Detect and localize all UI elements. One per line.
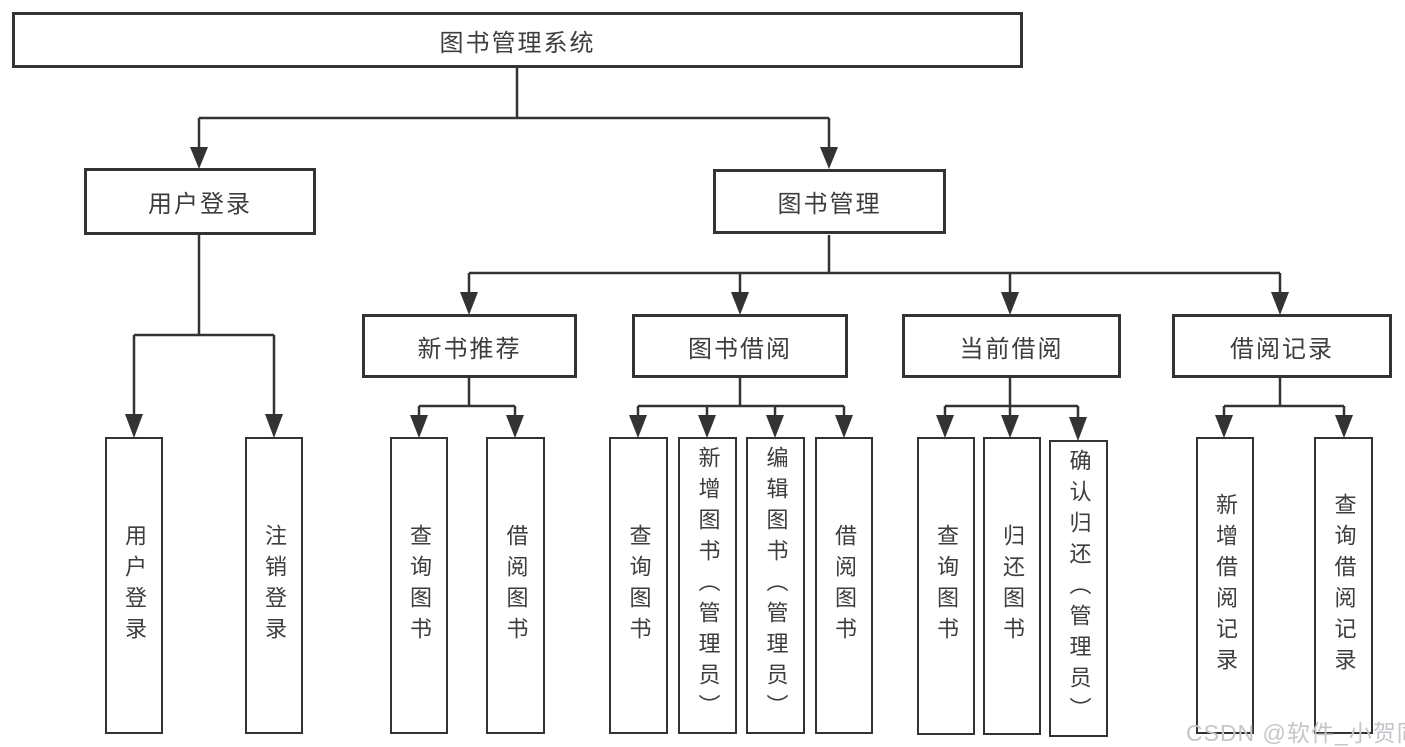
- arrowhead: [190, 147, 208, 169]
- connector-user-login-children: [132, 235, 276, 416]
- connector-new-book-children: [417, 378, 517, 416]
- leaf-add-books-admin: 新增图书（管理员）: [678, 437, 737, 734]
- leaf-add-borrow-record: 新增借阅记录: [1196, 437, 1254, 734]
- node-book-management: 图书管理: [713, 169, 946, 234]
- arrowhead: [460, 292, 478, 315]
- node-borrowing-records: 借阅记录: [1172, 314, 1392, 378]
- node-user-login: 用户登录: [84, 168, 316, 235]
- arrowhead: [936, 415, 954, 438]
- leaf-borrow-books-borrowing: 借阅图书: [815, 437, 873, 734]
- leaf-query-books-borrowing: 查询图书: [609, 437, 668, 734]
- node-label: 查询图书: [934, 524, 959, 648]
- leaf-logout: 注销登录: [245, 437, 303, 734]
- node-label: 查询图书: [407, 523, 432, 648]
- arrowhead: [766, 415, 784, 438]
- node-new-book-recommend: 新书推荐: [362, 314, 577, 378]
- arrowhead: [820, 147, 838, 169]
- arrowhead: [629, 415, 647, 438]
- arrowhead: [698, 415, 716, 438]
- node-label: 查询借阅记录: [1331, 492, 1357, 679]
- node-label: 图书管理: [777, 191, 882, 218]
- node-label: 注销登录: [262, 523, 287, 648]
- node-current-borrowing: 当前借阅: [902, 314, 1121, 378]
- node-label: 图书管理系统: [439, 29, 596, 57]
- leaf-confirm-return-admin: 确认归还（管理员）: [1049, 440, 1108, 737]
- connector-root-to-level2: [197, 68, 831, 148]
- node-label: 借阅图书: [832, 523, 857, 648]
- node-label: 查询图书: [626, 523, 652, 648]
- node-book-borrowing: 图书借阅: [632, 314, 848, 378]
- leaf-query-books-current: 查询图书: [917, 437, 975, 735]
- node-label: 新增图书（管理员）: [695, 446, 721, 725]
- arrowhead: [1215, 415, 1233, 438]
- connector-borrowing-records-children: [1222, 378, 1346, 416]
- node-label: 借阅记录: [1230, 335, 1334, 363]
- arrowhead: [506, 415, 524, 438]
- node-root: 图书管理系统: [12, 12, 1023, 68]
- node-label: 借阅图书: [503, 523, 529, 648]
- arrowhead: [835, 415, 853, 438]
- leaf-user-login: 用户登录: [105, 437, 163, 734]
- arrowhead: [1271, 292, 1289, 315]
- watermark: CSDN @软件_小贺同学: [1186, 720, 1405, 746]
- arrowhead: [1069, 417, 1087, 441]
- leaf-query-borrow-record: 查询借阅记录: [1314, 437, 1373, 734]
- connector-current-borrowing-children: [943, 378, 1080, 418]
- leaf-edit-books-admin: 编辑图书（管理员）: [746, 437, 805, 734]
- connector-book-mgmt-to-level3: [467, 235, 1282, 293]
- node-label: 新增借阅记录: [1213, 492, 1238, 679]
- node-label: 编辑图书（管理员）: [763, 446, 789, 725]
- leaf-query-books-recommend: 查询图书: [390, 437, 448, 734]
- arrowhead: [1001, 415, 1019, 438]
- leaf-return-books: 归还图书: [983, 437, 1041, 735]
- connector-book-borrowing-children: [636, 378, 846, 416]
- arrowhead: [731, 292, 749, 315]
- arrowhead: [410, 415, 428, 438]
- node-label: 用户登录: [148, 191, 252, 218]
- node-label: 确认归还（管理员）: [1066, 449, 1092, 728]
- arrowhead: [265, 414, 283, 438]
- leaf-borrow-books-recommend: 借阅图书: [486, 437, 545, 734]
- node-label: 用户登录: [122, 523, 147, 648]
- node-label: 归还图书: [1000, 524, 1025, 648]
- arrowhead: [1335, 415, 1353, 438]
- arrowhead: [1001, 292, 1019, 315]
- arrowhead: [125, 414, 143, 438]
- node-label: 图书借阅: [688, 335, 792, 363]
- node-label: 新书推荐: [417, 335, 522, 363]
- node-label: 当前借阅: [959, 335, 1064, 363]
